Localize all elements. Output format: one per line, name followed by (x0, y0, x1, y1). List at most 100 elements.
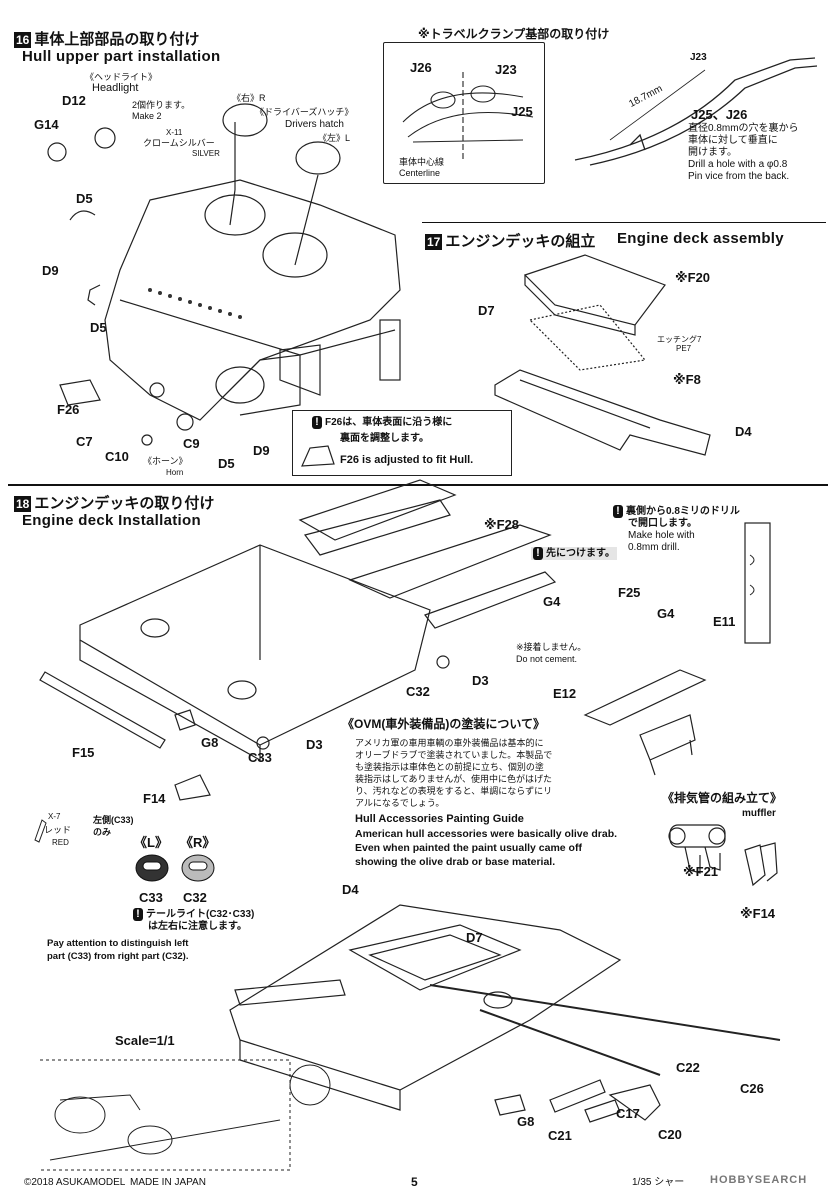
lower-part-C21: C21 (548, 1128, 572, 1143)
e11-drawing (744, 522, 771, 644)
footer-made-in: MADE IN JAPAN (130, 1177, 206, 1188)
step17-subtitle: Engine deck assembly (617, 230, 784, 247)
step18-subtitle: Engine deck Installation (22, 512, 201, 529)
horn-jp: 《ホーン》 (143, 456, 188, 466)
tail-R-label: 《R》 (180, 835, 216, 850)
tail-paint-code: X-7 (48, 812, 61, 821)
tail-paint-en: RED (52, 838, 69, 847)
paint-name-en: SILVER (192, 149, 220, 158)
ovm-title-en: Hull Accessories Painting Guide (355, 813, 524, 825)
lower-part-C17: C17 (616, 1106, 640, 1121)
drivers-hatch-jp: 《ドライバーズハッチ》 (255, 107, 354, 117)
ovm-title-jp: 《OVM(車外装備品)の塗装について》 (342, 717, 545, 731)
clamp-drill-jp-3: 開けます。 (688, 147, 737, 158)
step18-divider (8, 484, 828, 486)
part-F26: F26 (57, 402, 80, 417)
part-C33-a: C33 (248, 750, 272, 765)
part-F14-star: ※F14 (740, 906, 776, 921)
step16-subtitle: Hull upper part installation (22, 48, 221, 65)
ovm-en-line-1: American hull accessories were basically… (355, 828, 618, 840)
drivers-hatch-en: Drivers hatch (285, 119, 344, 130)
paint-code-x11: X-11 (166, 128, 183, 137)
part-F28: ※F28 (484, 517, 520, 532)
engine-deck-drawing (494, 254, 711, 456)
tail-C32: C32 (183, 890, 207, 905)
part-D4: D4 (735, 424, 752, 439)
lower-part-C26: C26 (740, 1081, 764, 1096)
ovm-en-line-2: Even when painted the paint usually came… (355, 842, 582, 854)
part-G14: G14 (34, 117, 59, 132)
lower-part-D7: D7 (466, 930, 483, 945)
ovm-jp-line-6: アルになるでしょう。 (355, 798, 445, 808)
step18-number: 18 (14, 496, 32, 512)
paint-name-jp: クロームシルバー (143, 138, 215, 148)
ovm-jp-line-5: り、汚れなどの表現をすると、単調にならずにリ (355, 786, 553, 796)
muffler-drawing (668, 824, 778, 887)
left-only-jp-1: 左側(C33) (93, 815, 134, 825)
left-only-jp-2: のみ (93, 827, 112, 837)
part-D3-b: D3 (306, 737, 323, 752)
lower-part-G8: G8 (517, 1114, 535, 1129)
no-cement-jp: ※接着しません。 (516, 642, 587, 652)
paint-brush-icon (34, 819, 47, 843)
travel-clamp-detail (574, 57, 818, 166)
part-D5-a: D5 (76, 191, 93, 206)
warning-icon-4: ! (133, 908, 143, 921)
ovm-jp-line-2: オリーブドラブで塗装されていました。本製品で (355, 750, 553, 760)
part-F14: F14 (143, 791, 166, 806)
etching-jp: エッチング7 (657, 335, 702, 344)
travel-clamp-title: ※トラベルクランプ基部の取り付け (418, 27, 610, 41)
footer-copyright: ©2018 ASUKAMODEL (24, 1177, 126, 1188)
clamp-drill-jp-2: 車体に対して垂直に (688, 135, 778, 146)
headlight-label-en: Headlight (92, 82, 139, 94)
part-C9: C9 (183, 436, 200, 451)
horn-en: Horn (166, 468, 184, 477)
clamp-detail-J25-J26: J25、J26 (691, 107, 748, 122)
part-D7: D7 (478, 303, 495, 318)
headlight-label-jp: 《ヘッドライト》 (85, 72, 158, 82)
left-label: 《左》L (318, 133, 351, 143)
tail-note-jp-1: !テールライト(C32･C33) (133, 908, 254, 921)
tail-C33: C33 (139, 890, 163, 905)
part-D5-b: D5 (90, 320, 107, 335)
part-D9-a: D9 (42, 263, 59, 278)
clamp-part-J25: J25 (511, 104, 533, 119)
step17-number: 17 (425, 234, 443, 250)
f26-tip-box (292, 410, 512, 476)
drill-note-en-2: 0.8mm drill. (628, 542, 680, 553)
tail-paint-jp: レッド (44, 825, 72, 835)
no-cement-en: Do not cement. (516, 654, 578, 664)
f26-tip-en: F26 is adjusted to fit Hull. (340, 454, 474, 466)
part-G4-b: G4 (657, 606, 675, 621)
drill-note-jp-2: で開口します。 (628, 518, 697, 529)
ovm-jp-line-3: も塗装指示は車体色との前提に立ち、個別の塗 (355, 762, 544, 772)
part-D12: D12 (62, 93, 86, 108)
clamp-part-J23: J23 (495, 62, 517, 77)
lower-part-C20: C20 (658, 1127, 682, 1142)
part-F20: ※F20 (675, 270, 711, 285)
e12-drawing (583, 669, 707, 776)
footer-watermark: HOBBYSEARCH (710, 1174, 808, 1186)
f26-tip-jp-2: 裏面を調整します。 (340, 433, 429, 444)
attach-first-note: !先につけます。 (531, 547, 617, 560)
part-D5-c: D5 (218, 456, 235, 471)
step17-divider (422, 222, 826, 223)
f26-tip-part (301, 445, 335, 467)
make2-jp: 2個作ります。 (132, 100, 191, 110)
travel-clamp-drawing (402, 72, 534, 162)
tail-note-en-2: part (C33) from right part (C32). (47, 951, 189, 962)
warning-icon-2: ! (533, 547, 543, 560)
f26-tip-jp-1: !F26は、車体表面に沿う様に (312, 416, 452, 429)
step16-number: 16 (14, 32, 32, 48)
part-G4-a: G4 (543, 594, 561, 609)
muffler-title-jp: 《排気管の組み立て》 (662, 791, 783, 805)
tail-L-label: 《L》 (134, 835, 168, 850)
right-label: 《右》R (232, 93, 266, 103)
part-E11: E11 (713, 614, 736, 629)
part-D9-b: D9 (253, 443, 270, 458)
